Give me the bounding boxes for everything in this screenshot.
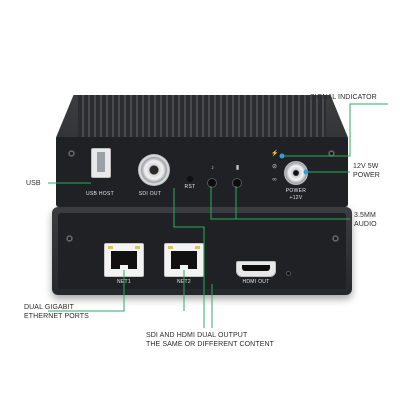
hdmi-out-label: HDMI OUT bbox=[242, 279, 270, 285]
signal-indicator-leader bbox=[282, 103, 388, 157]
usb-host-port[interactable] bbox=[91, 148, 111, 178]
screw bbox=[68, 150, 75, 157]
usb-callout: USB bbox=[26, 180, 41, 187]
signal-off-icon: ⊘ bbox=[271, 164, 278, 170]
reset-button[interactable] bbox=[187, 176, 193, 182]
sdi-out-label: SDI OUT bbox=[138, 191, 162, 197]
usb-host-label: USB HOST bbox=[86, 191, 114, 197]
link-led bbox=[108, 246, 113, 249]
lightning-icon: ⚡ bbox=[271, 151, 279, 157]
signal-indicator-marker bbox=[279, 153, 285, 159]
ethernet-leader-1 bbox=[48, 270, 125, 312]
encoder-rear-unit: NET1 NET2 HDMI OUT bbox=[52, 207, 352, 295]
ethernet-callout-line2: ETHERNET PORTS bbox=[24, 313, 89, 320]
sdi-hdmi-callout-line2: THE SAME OR DIFFERENT CONTENT bbox=[146, 341, 274, 348]
ethernet-callout-line1: DUAL GIGABIT bbox=[24, 304, 74, 311]
link-led bbox=[168, 246, 173, 249]
sdi-leader bbox=[173, 188, 205, 328]
power-marker bbox=[303, 169, 309, 175]
activity-led bbox=[195, 246, 200, 249]
screw bbox=[332, 235, 339, 242]
audio-in-jack[interactable] bbox=[232, 178, 242, 188]
rst-label: RST bbox=[184, 184, 196, 190]
screw bbox=[66, 235, 73, 242]
link-icon: ∞ bbox=[272, 177, 277, 183]
power-callout-line2: POWER bbox=[353, 172, 380, 179]
hdmi-out-port[interactable] bbox=[236, 261, 276, 277]
activity-led bbox=[135, 246, 140, 249]
heatsink-fins bbox=[78, 95, 326, 137]
screw bbox=[328, 150, 335, 157]
audio-out-jack[interactable] bbox=[207, 178, 217, 188]
power-callout-line1: 12V 5W bbox=[353, 163, 379, 170]
audio-leader bbox=[210, 186, 350, 220]
signal-indicator-callout: SIGNAL INDICATOR bbox=[310, 94, 377, 101]
power-voltage-label: +12V bbox=[289, 195, 303, 201]
speaker-icon: ♪ bbox=[211, 165, 214, 171]
audio-callout-line2: AUDIO bbox=[354, 221, 377, 228]
power-label: POWER bbox=[285, 188, 307, 194]
audio-callout-line1: 3.5MM bbox=[354, 212, 376, 219]
sdi-out-connector[interactable] bbox=[138, 154, 170, 186]
mic-icon: ▮ bbox=[235, 165, 240, 171]
sdi-hdmi-callout-line1: SDI AND HDMI DUAL OUTPUT bbox=[146, 332, 248, 339]
status-led bbox=[286, 271, 291, 276]
